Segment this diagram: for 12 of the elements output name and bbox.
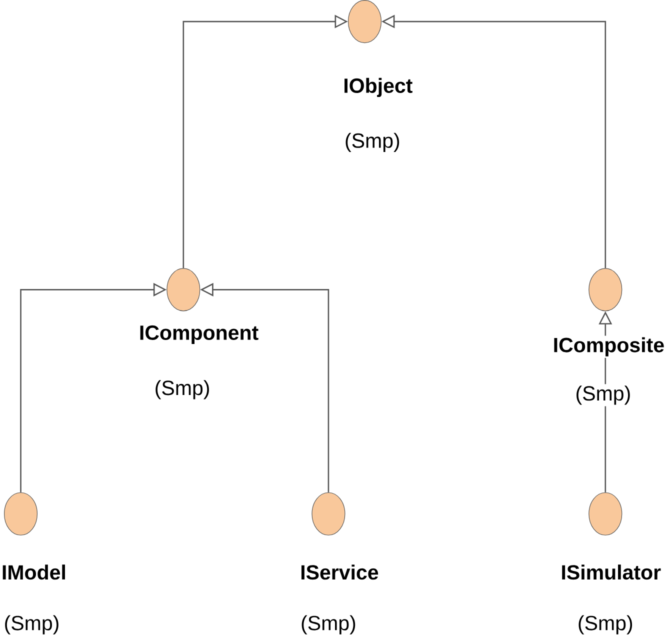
interface-name: IComponent bbox=[138, 324, 260, 346]
interface-name: IComposite bbox=[551, 336, 666, 358]
interface-name: ISimulator bbox=[559, 563, 663, 582]
interface-name: IObject bbox=[342, 76, 414, 99]
namespace-label: (Smp) bbox=[576, 614, 635, 636]
namespace-label: (Smp) bbox=[574, 384, 633, 406]
namespace-label: (Smp) bbox=[343, 131, 402, 154]
interface-name: IModel bbox=[0, 563, 68, 582]
namespace-label: (Smp) bbox=[2, 614, 62, 636]
interface-name: IService bbox=[298, 563, 380, 582]
namespace-label: (Smp) bbox=[299, 614, 358, 636]
namespace-label: (Smp) bbox=[152, 378, 212, 401]
